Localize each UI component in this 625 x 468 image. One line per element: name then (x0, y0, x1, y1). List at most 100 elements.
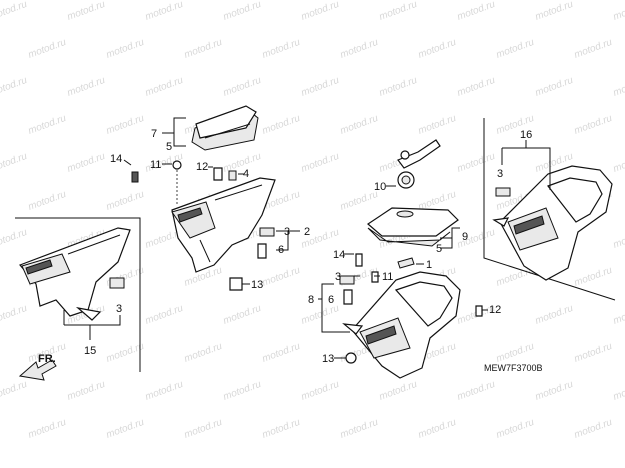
callout-12-left: 12 (196, 161, 208, 173)
callout-3-middle: 3 (335, 271, 341, 283)
watermark-text: motod.ru (612, 151, 625, 175)
callout-14-left: 14 (110, 153, 122, 165)
watermark-text: motod.ru (378, 0, 419, 23)
callout-11-middle: 11 (382, 271, 393, 283)
watermark-text: motod.ru (105, 189, 146, 213)
watermark-text: motod.ru (534, 303, 575, 327)
watermark-text: motod.ru (222, 0, 263, 23)
middle-lid-part (367, 207, 459, 247)
watermark-text: motod.ru (0, 0, 29, 23)
watermark-text: motod.ru (378, 75, 419, 99)
watermark-text: motod.ru (573, 37, 614, 61)
watermark-text: motod.ru (261, 341, 302, 365)
watermark-text: motod.ru (66, 379, 107, 403)
watermark-text: motod.ru (612, 379, 625, 403)
callout-8: 8 (308, 294, 314, 306)
watermark-text: motod.ru (339, 113, 380, 137)
callout-2: 2 (304, 226, 310, 238)
watermark-text: motod.ru (27, 189, 68, 213)
watermark-text: motod.ru (300, 379, 341, 403)
center-left-small-parts (131, 160, 275, 291)
watermark-text: motod.ru (456, 151, 497, 175)
watermark-text: motod.ru (261, 37, 302, 61)
watermark-text: motod.ru (222, 75, 263, 99)
watermark-text: motod.ru (534, 0, 575, 23)
watermark-text: motod.ru (105, 113, 146, 137)
watermark-text: motod.ru (417, 113, 458, 137)
watermark-text: motod.ru (66, 0, 107, 23)
watermark-text: motod.ru (183, 37, 224, 61)
watermark-text: motod.ru (261, 265, 302, 289)
watermark-text: motod.ru (612, 75, 625, 99)
watermark-text: motod.ru (612, 227, 625, 251)
left-section-border (15, 217, 141, 372)
watermark-text: motod.ru (573, 341, 614, 365)
center-large-box (342, 271, 461, 379)
callout-13-middle: 13 (322, 353, 334, 365)
watermark-text: motod.ru (66, 75, 107, 99)
callout-5-middle: 5 (436, 243, 442, 255)
callout-9: 9 (462, 231, 468, 243)
watermark-text: motod.ru (339, 37, 380, 61)
watermark-text: motod.ru (144, 379, 185, 403)
watermark-text: motod.ru (66, 151, 107, 175)
middle-small-parts (339, 253, 483, 364)
watermark-text: motod.ru (495, 341, 536, 365)
callout-6-center: 6 (278, 244, 284, 256)
front-direction-arrow (18, 359, 57, 381)
watermark-text: motod.ru (417, 37, 458, 61)
callout-4: 4 (243, 168, 249, 180)
watermark-text: motod.ru (0, 151, 29, 175)
watermark-text: motod.ru (300, 75, 341, 99)
watermark-text: motod.ru (495, 37, 536, 61)
watermark-text: motod.ru (495, 417, 536, 441)
callout-7: 7 (151, 128, 157, 140)
leader-lines (63, 117, 551, 359)
watermark-text: motod.ru (534, 75, 575, 99)
watermark-text: motod.ru (378, 379, 419, 403)
upper-lid-part (191, 105, 259, 151)
watermark-text: motod.ru (300, 303, 341, 327)
watermark-text: motod.ru (573, 113, 614, 137)
watermark-text: motod.ru (300, 0, 341, 23)
watermark-text: motod.ru (27, 113, 68, 137)
watermark-text: motod.ru (144, 0, 185, 23)
watermark-text: motod.ru (456, 0, 497, 23)
watermark-text: motod.ru (261, 113, 302, 137)
right-section-border (483, 118, 616, 301)
watermark-text: motod.ru (0, 303, 29, 327)
callout-5-top: 5 (166, 141, 172, 153)
diagram-code: MEW7F3700B (484, 363, 543, 373)
callout-11-left: 11 (150, 159, 161, 171)
watermark-text: motod.ru (183, 417, 224, 441)
callout-10: 10 (374, 181, 386, 193)
watermark-text: motod.ru (261, 417, 302, 441)
callout-12-right: 12 (489, 304, 501, 316)
callout-6-middle: 6 (328, 294, 334, 306)
front-direction-label: FR. (38, 353, 56, 365)
watermark-text: motod.ru (27, 417, 68, 441)
watermark-text: motod.ru (456, 379, 497, 403)
watermark-text: motod.ru (612, 0, 625, 23)
watermark-text: motod.ru (0, 75, 29, 99)
watermark-text: motod.ru (0, 379, 29, 403)
callout-16: 16 (520, 129, 532, 141)
callout-1: 1 (426, 259, 432, 271)
watermark-text: motod.ru (339, 417, 380, 441)
watermark-text: motod.ru (144, 75, 185, 99)
callout-15: 15 (84, 345, 96, 357)
callout-13-center: 13 (251, 279, 263, 291)
watermark-text: motod.ru (144, 303, 185, 327)
watermark-text: motod.ru (105, 37, 146, 61)
lock-cylinder-part (397, 139, 441, 189)
watermark-text: motod.ru (222, 303, 263, 327)
watermark-text: motod.ru (0, 227, 29, 251)
watermark-text: motod.ru (573, 417, 614, 441)
watermark-text: motod.ru (105, 417, 146, 441)
watermark-text: motod.ru (300, 151, 341, 175)
watermark-text: motod.ru (222, 379, 263, 403)
watermark-text: motod.ru (534, 379, 575, 403)
center-left-inner-box (171, 177, 276, 273)
watermark-text: motod.ru (417, 417, 458, 441)
